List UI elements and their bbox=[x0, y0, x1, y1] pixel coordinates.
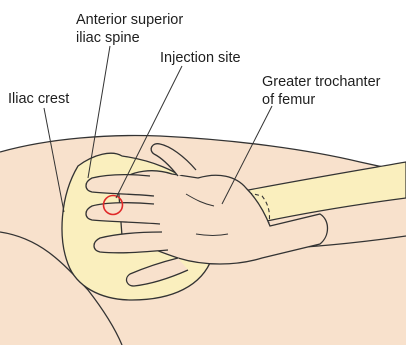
label-asis-line2: iliac spine bbox=[76, 30, 140, 46]
hand-finger-index bbox=[86, 175, 154, 196]
label-iliac-crest: Iliac crest bbox=[8, 91, 69, 107]
label-trochanter-line1: Greater trochanter bbox=[262, 74, 381, 90]
label-injection-site: Injection site bbox=[160, 50, 241, 66]
label-asis-line1: Anterior superior bbox=[76, 12, 183, 28]
label-trochanter-line2: of femur bbox=[262, 92, 315, 108]
